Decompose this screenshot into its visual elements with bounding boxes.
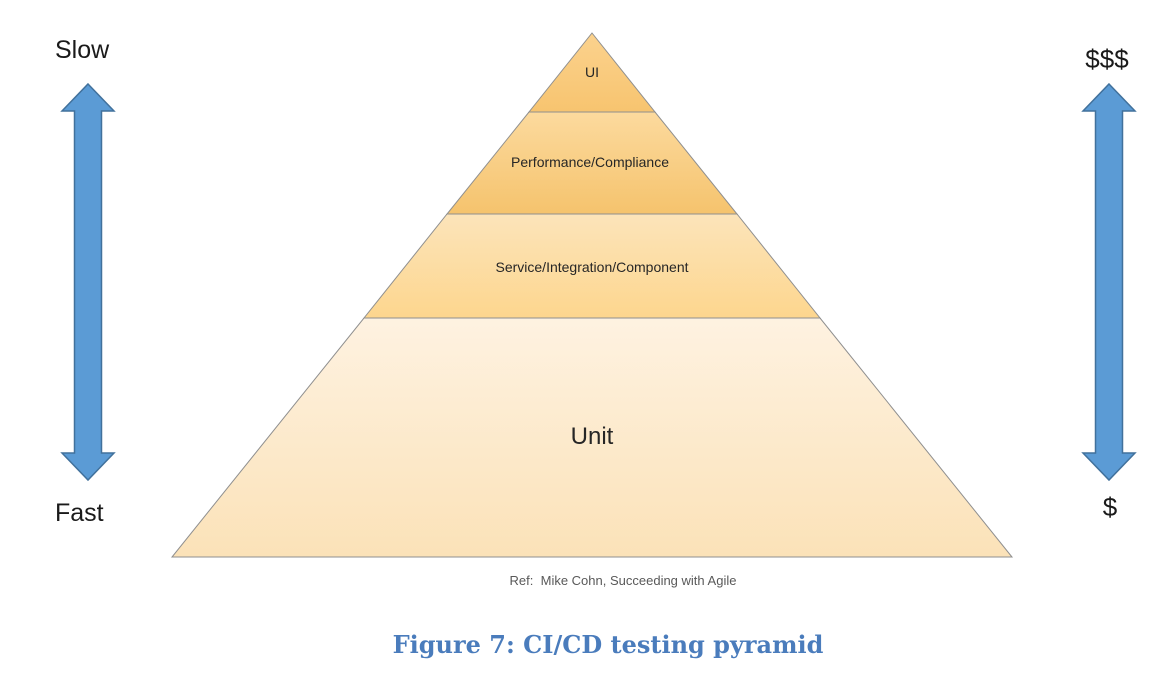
- layer-label-performance-compliance: Performance/Compliance: [511, 154, 669, 170]
- layer-label-unit: Unit: [570, 423, 614, 450]
- cost-axis-bottom-label: $: [1102, 492, 1118, 522]
- speed-axis-bottom-label: Fast: [55, 499, 104, 527]
- layer-label-ui: UI: [585, 64, 599, 80]
- figure-caption: Figure 7: CI/CD testing pyramid: [392, 630, 824, 659]
- speed-double-arrow-icon: [60, 82, 116, 482]
- pyramid-layer-unit: [170, 317, 1014, 558]
- reference-text: Ref: Mike Cohn, Succeeding with Agile: [509, 573, 737, 588]
- speed-axis-top-label: Slow: [55, 36, 110, 64]
- cost-axis-top-label: $$$: [1085, 44, 1129, 74]
- layer-label-service-integration-component: Service/Integration/Component: [495, 259, 689, 275]
- cost-double-arrow-icon: [1081, 82, 1137, 482]
